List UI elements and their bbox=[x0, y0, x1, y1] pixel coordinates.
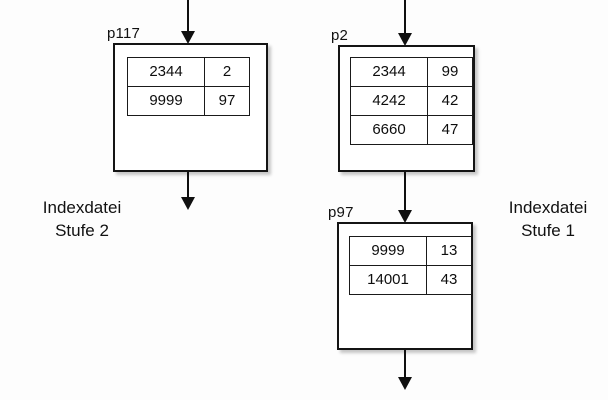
entry-table-p97: 9999 13 14001 43 bbox=[349, 236, 472, 295]
arrow-shaft bbox=[404, 172, 406, 210]
arrow-shaft bbox=[404, 350, 406, 377]
entry-pointer: 99 bbox=[427, 57, 473, 87]
entry-pointer: 42 bbox=[427, 86, 473, 116]
entry-pointer: 47 bbox=[427, 115, 473, 145]
entry-key: 9999 bbox=[127, 86, 205, 116]
table-row[interactable]: 4242 42 bbox=[350, 86, 473, 116]
entry-pointer: 97 bbox=[204, 86, 250, 116]
arrow-head bbox=[181, 31, 195, 44]
arrow-shaft bbox=[187, 172, 189, 197]
entry-key: 4242 bbox=[350, 86, 428, 116]
table-row[interactable]: 14001 43 bbox=[349, 265, 472, 295]
page-label-p117: p117 bbox=[107, 25, 141, 42]
arrow-into-p2 bbox=[398, 0, 412, 46]
table-row[interactable]: 6660 47 bbox=[350, 115, 473, 145]
entry-pointer: 43 bbox=[426, 265, 472, 295]
caption-left: Indexdatei Stufe 2 bbox=[12, 197, 152, 243]
caption-left-line1: Indexdatei bbox=[42, 198, 122, 217]
caption-right: Indexdatei Stufe 1 bbox=[488, 197, 608, 243]
entry-key: 2344 bbox=[127, 57, 205, 87]
table-row[interactable]: 9999 13 bbox=[349, 236, 472, 266]
entry-key: 2344 bbox=[350, 57, 428, 87]
arrow-shaft bbox=[404, 0, 406, 33]
caption-left-line2: Stufe 2 bbox=[55, 220, 109, 240]
entry-pointer: 2 bbox=[204, 57, 250, 87]
caption-right-line1: Indexdatei bbox=[508, 198, 588, 217]
arrow-into-p117 bbox=[181, 0, 195, 44]
entry-key: 14001 bbox=[349, 265, 427, 295]
arrow-out-of-p97 bbox=[398, 350, 412, 390]
entry-table-p2: 2344 99 4242 42 6660 47 bbox=[350, 57, 473, 145]
entry-pointer: 13 bbox=[426, 236, 472, 266]
table-row[interactable]: 2344 2 bbox=[127, 57, 250, 87]
entry-key: 9999 bbox=[349, 236, 427, 266]
arrow-head bbox=[398, 210, 412, 223]
page-label-p97: p97 bbox=[328, 204, 354, 221]
entry-key: 6660 bbox=[350, 115, 428, 145]
entry-table-p117: 2344 2 9999 97 bbox=[127, 57, 250, 116]
arrow-out-of-p117 bbox=[181, 172, 195, 210]
arrow-head bbox=[398, 377, 412, 390]
caption-right-line2: Stufe 1 bbox=[521, 220, 575, 240]
arrow-shaft bbox=[187, 0, 189, 31]
table-row[interactable]: 9999 97 bbox=[127, 86, 250, 116]
arrow-head bbox=[398, 33, 412, 46]
arrow-head bbox=[181, 197, 195, 210]
page-label-p2: p2 bbox=[331, 27, 349, 44]
table-row[interactable]: 2344 99 bbox=[350, 57, 473, 87]
arrow-p2-to-p97 bbox=[398, 172, 412, 223]
